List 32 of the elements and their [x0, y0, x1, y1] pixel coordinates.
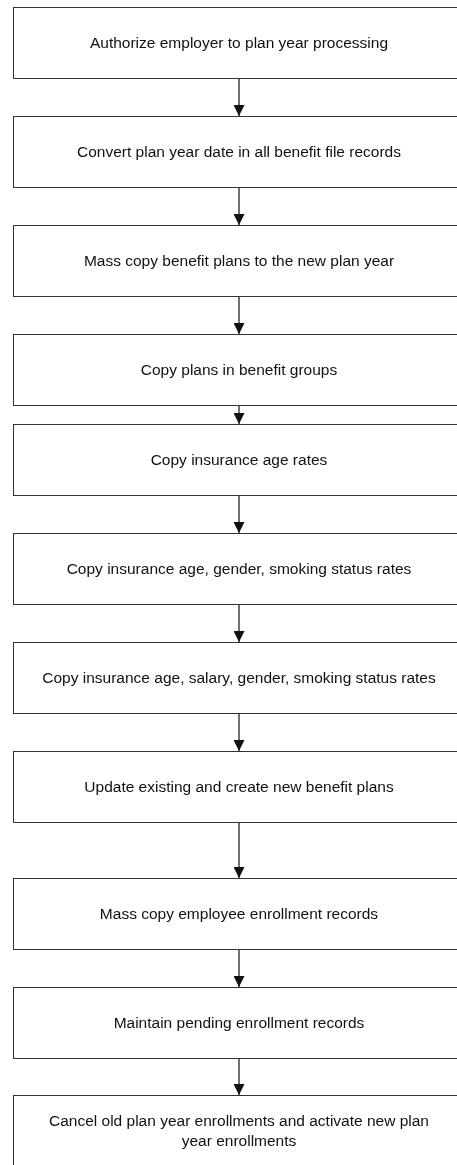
process-box	[13, 7, 457, 79]
arrow	[233, 713, 245, 752]
step-text: Copy plans in benefit groups	[139, 359, 339, 380]
process-box	[13, 334, 457, 406]
arrow	[233, 495, 245, 534]
process-box	[13, 878, 457, 950]
step-text: Authorize employer to plan year processing	[88, 32, 390, 53]
step-text: Copy insurance age, salary, gender, smoking status rates	[41, 667, 437, 688]
arrow	[233, 296, 245, 335]
step-text: Update existing and create new benefit plans	[83, 776, 395, 797]
step-text: Copy insurance age, gender, smoking status rates	[65, 558, 413, 579]
arrow	[233, 78, 245, 117]
step-text: Maintain pending enrollment records	[112, 1012, 366, 1033]
step-text: Copy insurance age rates	[149, 449, 329, 470]
arrow	[233, 604, 245, 643]
process-box	[13, 424, 457, 496]
arrow	[233, 822, 245, 879]
step-text: Convert plan year date in all benefit file records	[76, 141, 402, 162]
arrow	[233, 1058, 245, 1096]
arrow	[233, 187, 245, 226]
step-text: Cancel old plan year enrollments and activate new plan year enrollments	[48, 1110, 430, 1151]
step-text: Mass copy employee enrollment records	[98, 903, 380, 924]
process-box	[13, 116, 457, 188]
process-box	[13, 987, 457, 1059]
arrow	[233, 949, 245, 988]
process-box	[13, 533, 457, 605]
arrow	[233, 405, 245, 425]
process-box	[13, 751, 457, 823]
process-box	[13, 1095, 457, 1165]
step-text: Mass copy benefit plans to the new plan year	[82, 250, 396, 271]
process-box	[13, 642, 457, 714]
process-box	[13, 225, 457, 297]
